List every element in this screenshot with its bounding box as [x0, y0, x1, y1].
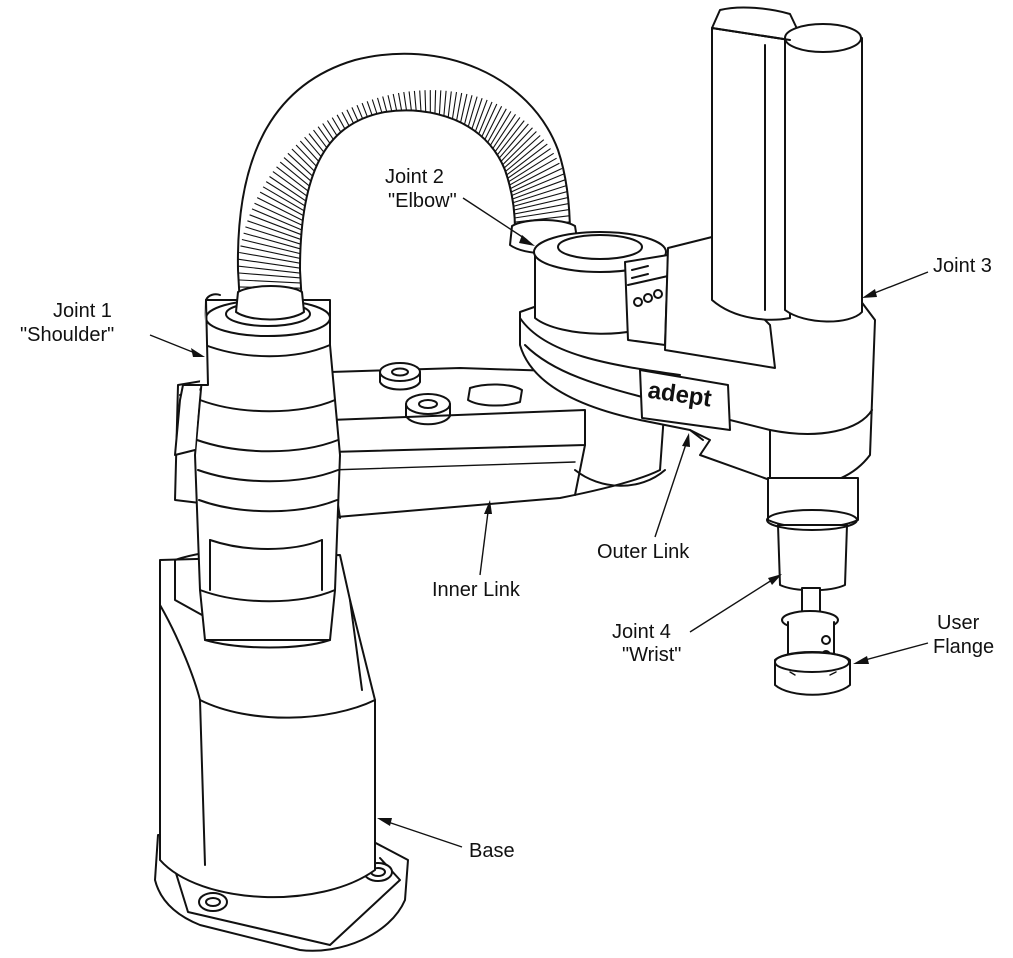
label-base: Base — [377, 818, 515, 862]
label-joint1: Joint 1 "Shoulder" — [20, 300, 205, 357]
label-joint4: Joint 4 "Wrist" — [612, 574, 782, 666]
joint1-label-line1: Joint 1 — [53, 300, 112, 322]
hose-ring — [237, 265, 305, 275]
hose-ring — [238, 258, 306, 270]
joint3-label: Joint 3 — [933, 255, 992, 277]
joint2-label-line1: Joint 2 — [385, 166, 444, 188]
user-flange-label-line1: User — [937, 612, 980, 634]
hose-ring — [506, 208, 570, 220]
hose-ring — [241, 238, 309, 257]
hose-ring — [503, 184, 569, 207]
hose-ring — [504, 190, 570, 210]
hose-ring — [237, 279, 305, 284]
hose-ring — [243, 232, 310, 252]
joint2-label-line2: "Elbow" — [388, 190, 457, 212]
joint4-label-line1: Joint 4 — [612, 621, 671, 643]
inner-link-label: Inner Link — [432, 579, 521, 601]
base-label: Base — [469, 840, 515, 862]
hose-ring — [505, 202, 570, 217]
outer-link-label: Outer Link — [597, 541, 690, 563]
label-inner-link: Inner Link — [432, 500, 521, 601]
hose-ring — [505, 196, 570, 213]
label-user-flange: User Flange — [853, 612, 994, 664]
hose-ring — [501, 173, 565, 201]
hose-ring — [502, 178, 567, 204]
label-joint3: Joint 3 — [862, 255, 992, 298]
shoulder-column — [174, 293, 341, 649]
quill-tower — [711, 6, 863, 696]
hose-ring — [237, 272, 305, 279]
label-outer-link: Outer Link — [597, 433, 690, 563]
outer-link-body — [519, 231, 876, 487]
hose-ring — [240, 245, 308, 261]
user-flange-label-line2: Flange — [933, 636, 994, 658]
hose-ring — [245, 226, 311, 248]
hose-ring — [239, 251, 307, 265]
hose-ring — [247, 220, 312, 244]
joint4-label-line2: "Wrist" — [622, 644, 681, 666]
label-joint2: Joint 2 "Elbow" — [385, 166, 535, 246]
joint1-label-line2: "Shoulder" — [20, 324, 114, 346]
